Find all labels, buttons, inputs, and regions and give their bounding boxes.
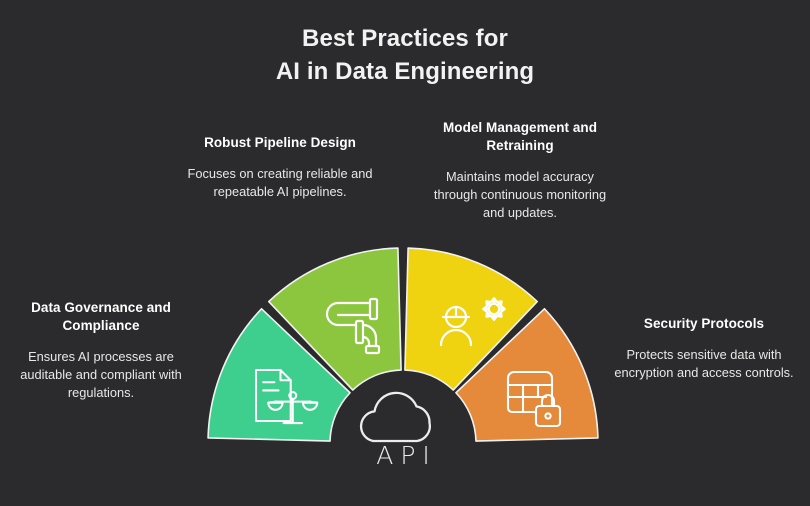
chart-segment-model-management-and-retraining[interactable] — [404, 247, 539, 391]
callout-model-management-and-retraining: Model Management and Retraining Maintain… — [424, 119, 616, 223]
chart-segment-robust-pipeline-design[interactable] — [267, 247, 402, 391]
callout-security-protocols: Security Protocols Protects sensitive da… — [606, 315, 802, 382]
callout-title: Robust Pipeline Design — [204, 135, 356, 150]
pipeline-pipe-icon — [325, 297, 381, 355]
callout-body: Focuses on creating reliable and repeata… — [187, 166, 373, 200]
callout-data-governance-and-compliance: Data Governance and Compliance Ensures A… — [8, 299, 194, 403]
callout-title: Model Management and Retraining — [442, 120, 597, 154]
callout-body: Ensures AI processes are auditable and c… — [20, 349, 182, 401]
callout-robust-pipeline-design: Robust Pipeline Design Focuses on creati… — [186, 134, 374, 201]
page-title-line-1: Best Practices for — [302, 25, 508, 52]
page-title-line-2: AI in Data Engineering — [275, 58, 535, 86]
api-label: API — [376, 441, 437, 470]
database-table-lock-icon — [506, 370, 562, 428]
callout-body: Maintains model accuracy through continu… — [433, 169, 607, 221]
callout-title: Data Governance and Compliance — [31, 300, 171, 334]
callout-body: Protects sensitive data with encryption … — [614, 347, 794, 381]
document-balance-scales-icon — [255, 369, 319, 425]
chart-segment-security-protocols[interactable] — [455, 307, 599, 442]
callout-title: Security Protocols — [643, 316, 765, 331]
cloud-icon — [359, 391, 431, 443]
engineer-gear-icon — [439, 297, 506, 347]
page-title: Best Practices for AI in Data Engineerin… — [0, 22, 810, 88]
